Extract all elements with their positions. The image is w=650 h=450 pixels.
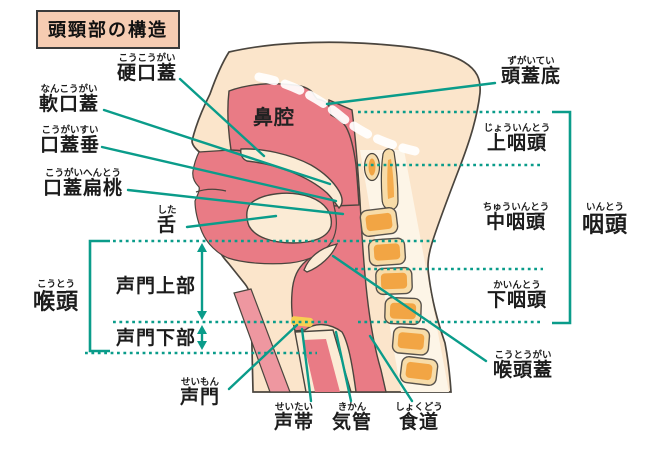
trachea-lumen — [303, 339, 340, 392]
supraglottis-arrow — [197, 243, 207, 320]
leader-skull-base — [325, 81, 497, 106]
diagram-title: 頭頸部の構造 — [36, 10, 180, 49]
label-uvula: こうがいすい 口蓋垂 — [39, 125, 100, 156]
label-subglottis: 声門下部 — [115, 328, 196, 349]
neck-muscle-strip — [233, 288, 291, 393]
leader-uvula — [100, 145, 338, 203]
leader-palatine-tonsil — [126, 188, 345, 216]
label-hypopharynx: かいんとう 下咽頭 — [486, 280, 547, 311]
vertebra — [375, 266, 413, 296]
label-palatine-tonsil: こうがいへんとう 口蓋扁桃 — [42, 168, 123, 199]
dens-core — [387, 159, 394, 199]
label-esophagus: しょくどう 食道 — [395, 402, 443, 433]
leader-vocal-cords — [300, 327, 313, 403]
leader-soft-palate — [102, 108, 332, 186]
pharynx-bracket — [552, 110, 572, 325]
label-oropharynx: ちゅういんとう 中咽頭 — [482, 202, 550, 233]
label-trachea: きかん 気管 — [331, 402, 372, 433]
vertebra — [367, 237, 407, 267]
vertebra — [399, 356, 439, 386]
label-hard-palate: こうこうがい 硬口蓋 — [116, 53, 177, 84]
leader-glottis — [227, 323, 299, 391]
label-tongue: した 舌 — [156, 205, 177, 236]
vertebra — [384, 296, 422, 326]
label-vocal-cords: せいたい 声帯 — [273, 402, 314, 433]
label-larynx: こうとう 喉頭 — [32, 279, 79, 314]
atlas-core — [368, 158, 376, 176]
label-soft-palate: なんこうがい 軟口蓋 — [38, 84, 99, 115]
leader-epiglottis — [331, 254, 488, 363]
subglottis-arrow — [197, 325, 207, 350]
skull-base-band — [254, 72, 420, 156]
label-pharynx: いんとう 咽頭 — [581, 202, 628, 237]
label-skull-base: ずがいてい 頭蓋底 — [500, 56, 561, 87]
label-nasopharynx: じょういんとう 上咽頭 — [483, 123, 551, 154]
leader-hard-palate — [178, 77, 266, 158]
larynx-bracket — [88, 239, 110, 353]
leader-trachea — [334, 330, 353, 403]
label-supraglottis: 声門上部 — [115, 276, 196, 297]
epiglottis-shape — [303, 243, 339, 273]
vertebra — [391, 326, 431, 356]
label-epiglottis: こうとうがい 喉頭蓋 — [492, 350, 553, 381]
label-glottis: せいもん 声門 — [179, 377, 220, 408]
label-nasal-cavity: 鼻腔 — [253, 107, 295, 129]
vertebra — [359, 207, 399, 237]
leader-esophagus — [368, 334, 414, 403]
mouth-slit — [195, 188, 227, 193]
leader-tongue — [185, 214, 278, 229]
